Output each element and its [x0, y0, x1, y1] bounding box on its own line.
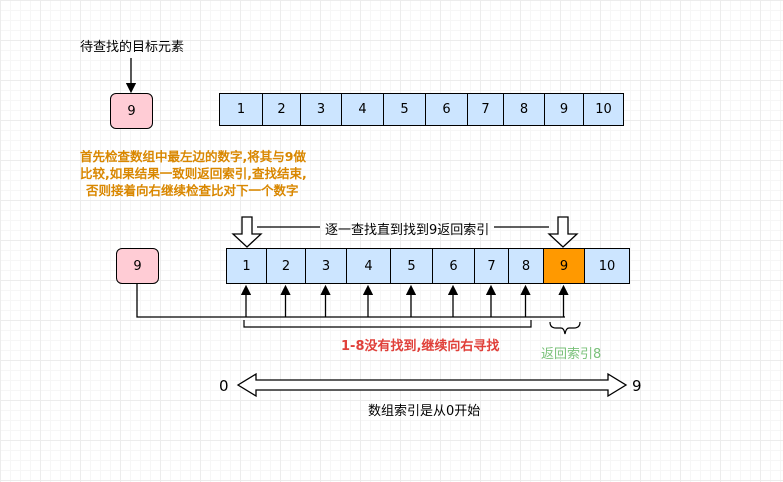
comparison-connector: [136, 284, 565, 318]
array-cell: 3: [300, 93, 342, 126]
array-cell: 2: [266, 248, 306, 284]
array-cell: 10: [584, 248, 630, 284]
hollow-down-arrow-found: [547, 216, 579, 248]
array-cell: 9: [544, 93, 584, 126]
array-cell: 1: [226, 248, 267, 284]
index-start-label: 0: [219, 377, 229, 395]
array-cell: 5: [390, 248, 433, 284]
array-cell: 4: [341, 93, 384, 126]
hollow-down-arrow-start: [231, 216, 263, 248]
index-double-arrow: [236, 372, 628, 398]
comparison-arrows: [240, 284, 569, 317]
array-cell: 5: [383, 93, 426, 126]
explanation-line: 比较,如果结果一致则返回索引,查找结束,: [80, 166, 307, 181]
array-cell: 2: [262, 93, 301, 126]
array-cell: 6: [432, 248, 475, 284]
array-cell: 6: [425, 93, 468, 126]
return-index-label: 返回索引8: [541, 347, 602, 362]
array-cell-found: 9: [543, 248, 585, 284]
array-cell: 4: [346, 248, 391, 284]
explanation-line: 首先检查数组中最左边的数字,将其与9做: [80, 149, 306, 164]
found-brace: [549, 321, 581, 335]
index-caption: 数组索引是从0开始: [368, 404, 481, 419]
scan-label: 逐一查找直到找到9返回索引: [325, 223, 490, 238]
target-element-bottom: 9: [116, 248, 159, 284]
target-element-top: 9: [110, 93, 153, 129]
array-cell: 8: [508, 248, 544, 284]
array-cell: 10: [583, 93, 624, 126]
array-cell: 8: [503, 93, 545, 126]
target-label: 待查找的目标元素: [80, 40, 185, 55]
index-end-label: 9: [632, 377, 642, 395]
not-found-label: 1-8没有找到,继续向右寻找: [341, 339, 500, 354]
array-cell: 3: [305, 248, 347, 284]
array-cell: 7: [474, 248, 509, 284]
not-found-bracket: [243, 320, 532, 328]
explanation-line: 否则接着向右继续检查比对下一个数字: [86, 183, 299, 198]
